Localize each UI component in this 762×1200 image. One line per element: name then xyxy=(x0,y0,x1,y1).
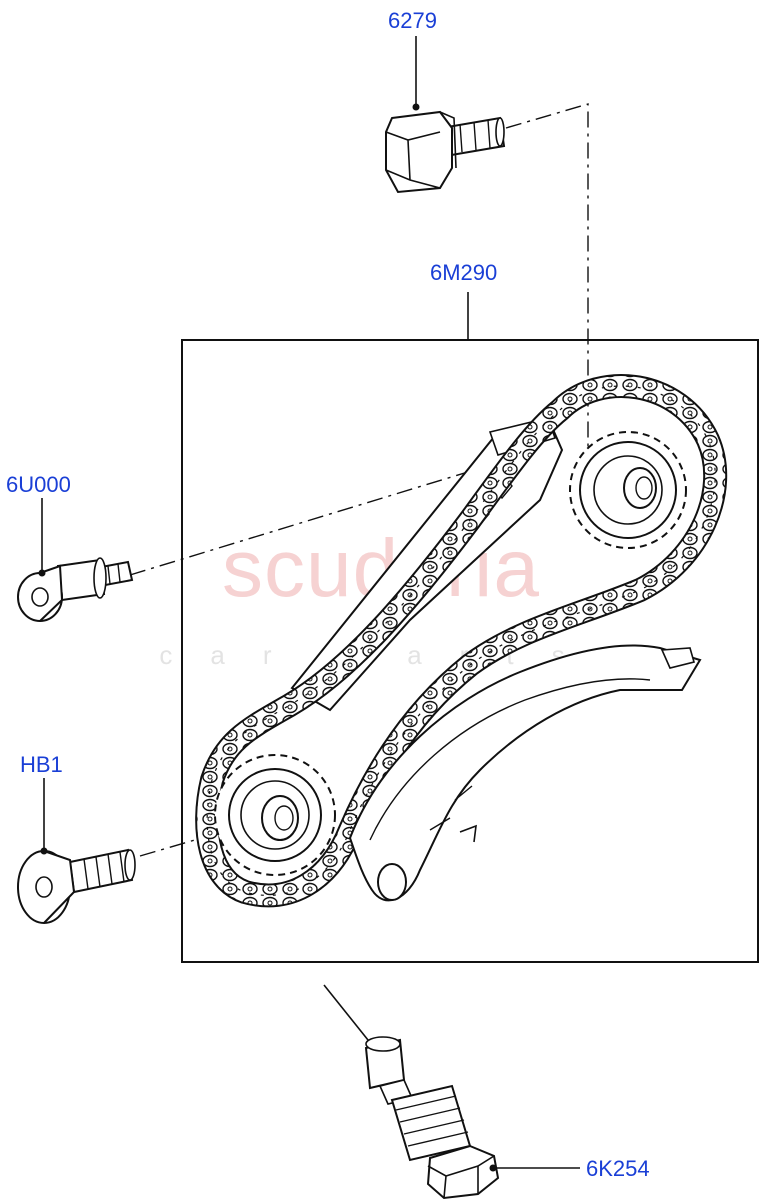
callout-6K254[interactable]: 6K254 xyxy=(586,1156,650,1181)
bolt-HB1 xyxy=(17,848,136,924)
callout-6U000[interactable]: 6U000 xyxy=(6,472,71,497)
chain-pins xyxy=(206,385,716,896)
bolt-6U000 xyxy=(17,557,134,622)
callout-6279[interactable]: 6279 xyxy=(388,8,437,33)
callout-leaders xyxy=(38,36,580,1172)
tensioner-arm xyxy=(348,644,702,902)
callout-6M290[interactable]: 6M290 xyxy=(430,260,498,285)
assembly-frame xyxy=(181,339,759,963)
tensioner-leader xyxy=(323,984,369,1041)
camshaft-sprocket xyxy=(569,431,687,549)
crankshaft-sprocket xyxy=(214,754,336,876)
tensioner-6K254 xyxy=(364,1036,500,1200)
bolt-6279 xyxy=(385,110,506,194)
callout-HB1[interactable]: HB1 xyxy=(20,752,63,777)
